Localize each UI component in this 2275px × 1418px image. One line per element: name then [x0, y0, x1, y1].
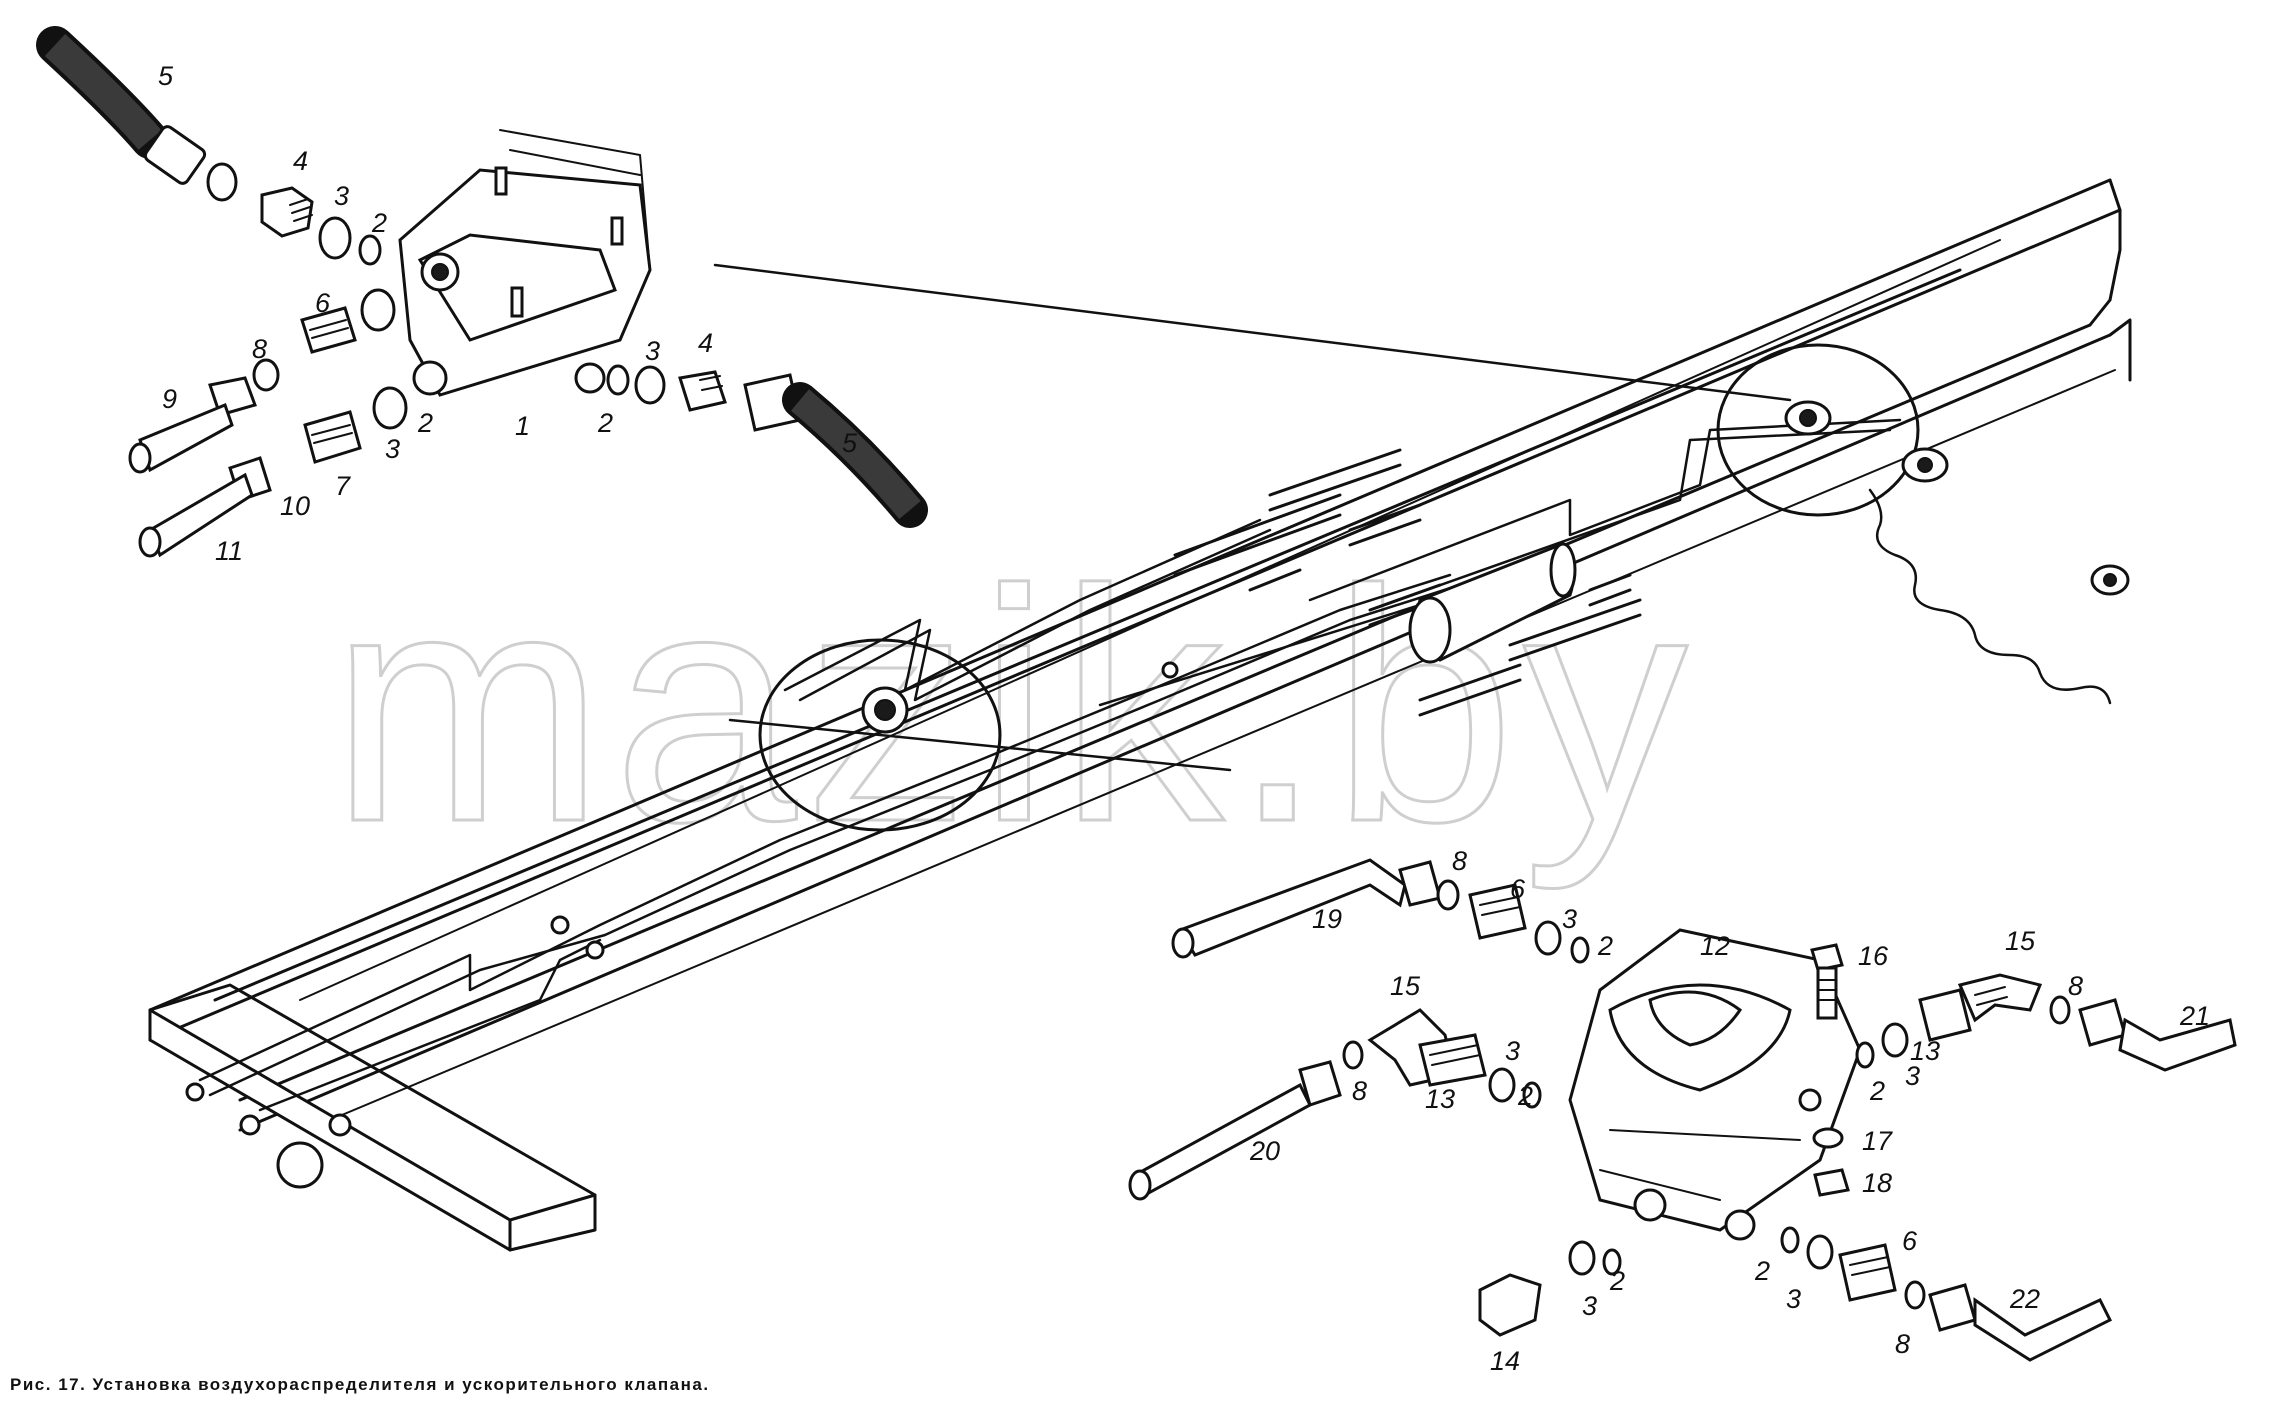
air-receiver: [1408, 542, 1577, 664]
label-1: 1: [515, 411, 530, 441]
label-3: 3: [1505, 1036, 1520, 1066]
label-3: 3: [645, 336, 660, 366]
label-4: 4: [293, 146, 308, 176]
detail-circle-air-distributor: [728, 638, 1232, 832]
label-18: 18: [1862, 1168, 1892, 1198]
label-8: 8: [1452, 846, 1467, 876]
label-2: 2: [417, 408, 433, 438]
label-5: 5: [842, 428, 858, 458]
label-2: 2: [1517, 1081, 1533, 1111]
label-6: 6: [1510, 874, 1526, 904]
label-9: 9: [162, 384, 177, 414]
label-14: 14: [1490, 1346, 1520, 1376]
label-17: 17: [1862, 1126, 1893, 1156]
label-8: 8: [1352, 1076, 1367, 1106]
label-11: 11: [215, 536, 243, 566]
label-19: 19: [1312, 904, 1342, 934]
label-3: 3: [334, 181, 349, 211]
label-3: 3: [1786, 1284, 1801, 1314]
label-6: 6: [1902, 1226, 1918, 1256]
label-3: 3: [1562, 904, 1577, 934]
label-10: 10: [280, 491, 310, 521]
label-3: 3: [385, 434, 400, 464]
label-13: 13: [1425, 1084, 1455, 1114]
label-3: 3: [1905, 1061, 1920, 1091]
label-15: 15: [2005, 926, 2036, 956]
label-2: 2: [1869, 1076, 1885, 1106]
label-8: 8: [1895, 1329, 1910, 1359]
label-2: 2: [1597, 931, 1613, 961]
rear-couplings: [185, 661, 1179, 1189]
label-2: 2: [1609, 1266, 1625, 1296]
label-5: 5: [158, 61, 174, 91]
label-7: 7: [335, 471, 351, 501]
air-lines: [198, 418, 1902, 1112]
label-15: 15: [1390, 971, 1421, 1001]
label-4: 4: [698, 328, 713, 358]
label-12: 12: [1700, 931, 1730, 961]
label-2: 2: [1754, 1256, 1770, 1286]
label-6: 6: [315, 288, 331, 318]
label-2: 2: [371, 208, 387, 238]
callout-labels: 1 2 2 2 3 3 3 4 4 5 5 6 7 8 9 10 11 12 2…: [158, 61, 2210, 1376]
detail-circle-accelerator-valve: [713, 263, 2130, 705]
air-distributor-assembly: [36, 26, 928, 558]
label-16: 16: [1858, 941, 1889, 971]
accelerator-valve-assembly: [1128, 858, 2237, 1362]
label-21: 21: [2179, 1001, 2210, 1031]
label-3: 3: [1582, 1291, 1597, 1321]
label-22: 22: [2009, 1284, 2040, 1314]
label-20: 20: [1249, 1136, 1280, 1166]
label-8: 8: [2068, 971, 2083, 1001]
label-13: 13: [1910, 1036, 1940, 1066]
figure-caption: Рис. 17. Установка воздухораспределителя…: [10, 1375, 710, 1394]
label-2: 2: [597, 408, 613, 438]
label-8: 8: [252, 334, 267, 364]
